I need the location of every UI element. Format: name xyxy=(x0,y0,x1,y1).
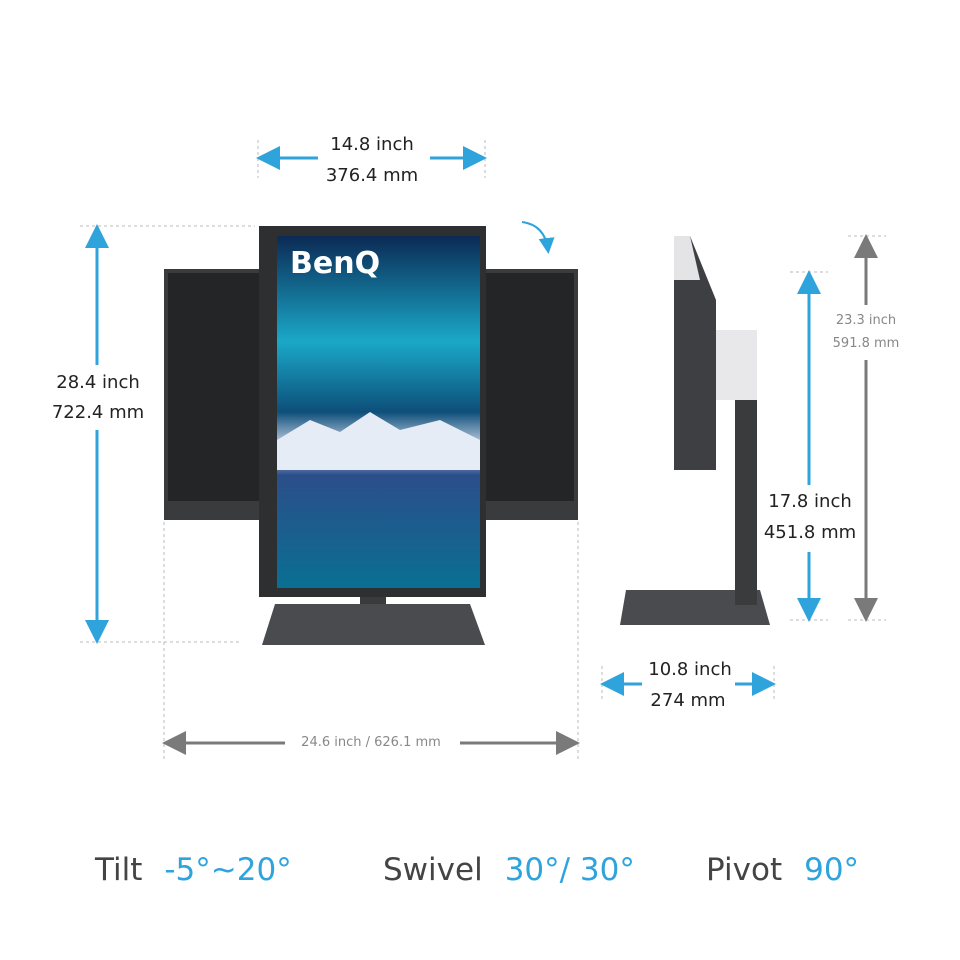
side-view-monitor xyxy=(620,236,770,625)
dimension-arrows xyxy=(85,146,878,755)
portrait-width-mm: 376.4 mm xyxy=(325,165,419,186)
pivot-arrow-icon xyxy=(521,221,555,254)
side-height-max-mm: 591.8 mm xyxy=(832,336,900,351)
side-height-min-mm: 451.8 mm xyxy=(763,522,857,543)
spec-tilt: Tilt-5°~20° xyxy=(95,852,292,888)
portrait-monitor: BenQ xyxy=(259,226,486,645)
total-width-label: 24.6 inch / 626.1 mm xyxy=(301,735,441,750)
brand-logo: BenQ xyxy=(290,246,380,281)
height-max-mm: 722.4 mm xyxy=(51,402,145,423)
height-max-inch: 28.4 inch xyxy=(56,372,140,393)
portrait-width-inch: 14.8 inch xyxy=(330,134,414,155)
side-height-min-inch: 17.8 inch xyxy=(768,491,852,512)
depth-mm: 274 mm xyxy=(650,690,726,711)
side-height-max-inch: 23.3 inch xyxy=(835,313,897,328)
depth-inch: 10.8 inch xyxy=(648,659,732,680)
